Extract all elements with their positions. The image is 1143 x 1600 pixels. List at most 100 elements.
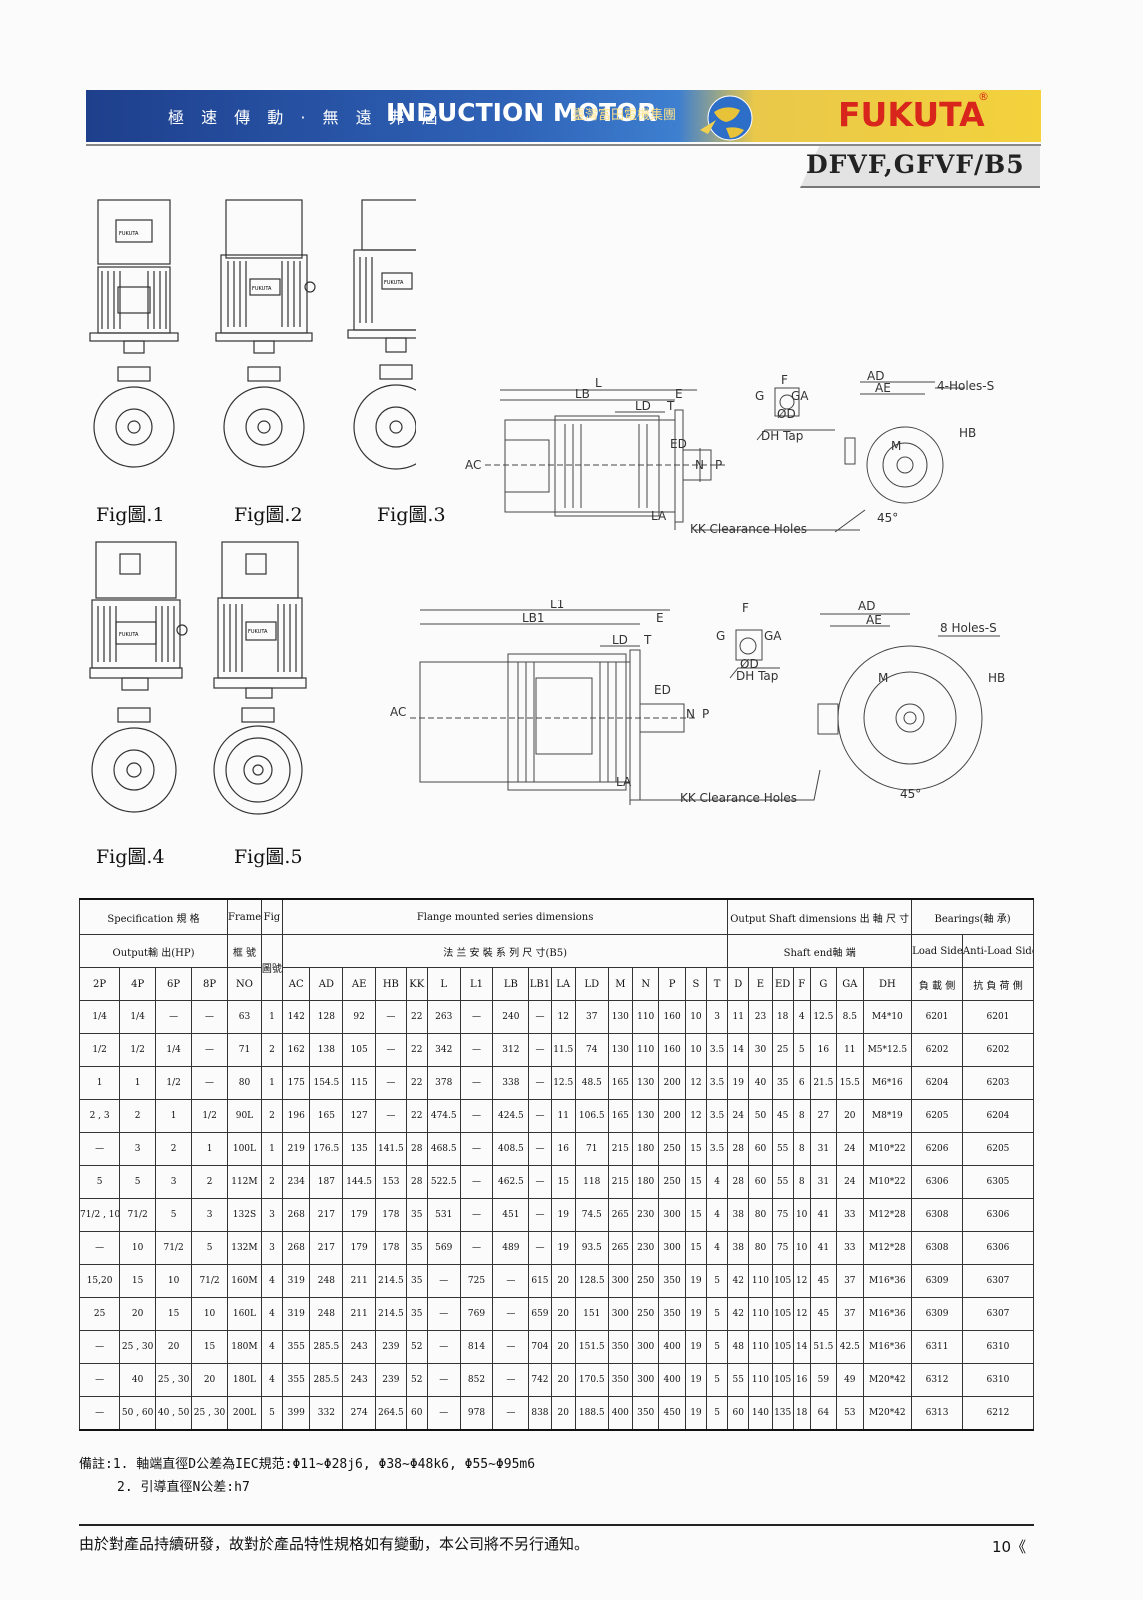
table-cell: 71/2 bbox=[191, 1264, 229, 1298]
table-cell: 180M bbox=[227, 1330, 262, 1364]
table-cell: 350 bbox=[607, 1330, 633, 1364]
table-cell: 31 bbox=[809, 1165, 838, 1199]
table-cell: 1 bbox=[191, 1132, 229, 1166]
table-cell: 19 bbox=[684, 1330, 707, 1364]
table-cell: 200 bbox=[658, 1099, 686, 1133]
table-cell: M8*19 bbox=[862, 1099, 913, 1133]
table-cell: — bbox=[459, 1066, 494, 1100]
table-cell: 188.5 bbox=[574, 1396, 609, 1431]
table-cell: 28 bbox=[405, 1132, 428, 1166]
table-cell: 3.5 bbox=[705, 1099, 729, 1133]
label-AE: AE bbox=[875, 381, 891, 395]
label-GA: GA bbox=[764, 629, 782, 643]
table-cell: — bbox=[191, 1066, 229, 1100]
column-header: 抗 負 荷 側 bbox=[961, 967, 1035, 1001]
label-P: P bbox=[702, 707, 709, 721]
table-cell: 5 bbox=[191, 1231, 229, 1265]
table-cell: 80 bbox=[748, 1198, 773, 1232]
note-line-2: 2. 引導直徑N公差:h7 bbox=[117, 1480, 250, 1495]
table-cell: 28 bbox=[405, 1165, 428, 1199]
table-cell: 240 bbox=[492, 1000, 530, 1034]
column-header: L1 bbox=[459, 967, 494, 1001]
table-cell: 4 bbox=[260, 1297, 284, 1331]
table-cell: 214.5 bbox=[375, 1297, 407, 1331]
table-cell: 319 bbox=[281, 1264, 311, 1298]
header-divider bbox=[86, 144, 1041, 146]
table-cell: 14 bbox=[792, 1330, 811, 1364]
table-cell: 105 bbox=[342, 1033, 377, 1067]
label-G: G bbox=[755, 389, 764, 403]
table-cell: 230 bbox=[631, 1231, 660, 1265]
spec-title: Specification 規 格 bbox=[78, 898, 229, 935]
table-cell: 355 bbox=[281, 1363, 311, 1397]
table-cell: 424.5 bbox=[492, 1099, 530, 1133]
table-cell: 725 bbox=[459, 1264, 494, 1298]
table-cell: 20 bbox=[155, 1330, 193, 1364]
table-cell: 1/4 bbox=[155, 1033, 193, 1067]
table-cell: 200L bbox=[227, 1396, 262, 1431]
table-cell: 1/2 bbox=[191, 1099, 229, 1133]
table-cell: 175 bbox=[281, 1066, 311, 1100]
table-cell: 178 bbox=[375, 1231, 407, 1265]
table-cell: 15 bbox=[684, 1165, 707, 1199]
table-cell: 15,20 bbox=[78, 1264, 121, 1298]
table-cell: M16*36 bbox=[862, 1264, 913, 1298]
table-cell: 10 bbox=[792, 1231, 811, 1265]
shaft-sub: Shaft end軸 端 bbox=[727, 934, 913, 968]
column-header: 負 載 側 bbox=[911, 967, 963, 1001]
table-cell: 60 bbox=[748, 1132, 773, 1166]
brand-registered-mark: ® bbox=[978, 90, 989, 103]
table-cell: 24 bbox=[836, 1165, 864, 1199]
table-cell: 250 bbox=[631, 1264, 660, 1298]
table-cell: 350 bbox=[607, 1363, 633, 1397]
table-cell: 217 bbox=[309, 1231, 344, 1265]
label-ED: ED bbox=[670, 437, 687, 451]
table-cell: 300 bbox=[607, 1297, 633, 1331]
table-cell: 11.5 bbox=[550, 1033, 576, 1067]
table-cell: 16 bbox=[792, 1363, 811, 1397]
table-cell: 24 bbox=[727, 1099, 750, 1133]
table-cell: — bbox=[78, 1396, 121, 1431]
dimension-diagram-upper: L LB E LD T ED AC N P LA KK Clearance Ho… bbox=[465, 370, 994, 536]
globe-icon bbox=[700, 95, 753, 141]
table-cell: 250 bbox=[631, 1297, 660, 1331]
table-cell: 3 bbox=[260, 1198, 284, 1232]
table-cell: 22 bbox=[405, 1000, 428, 1034]
table-cell: 264.5 bbox=[375, 1396, 407, 1431]
column-header: LB1 bbox=[528, 967, 552, 1001]
table-cell: 978 bbox=[459, 1396, 494, 1431]
table-cell: 1 bbox=[119, 1066, 157, 1100]
table-cell: 6306 bbox=[961, 1231, 1035, 1265]
label-N: N bbox=[695, 458, 704, 472]
shaft-title: Output Shaft dimensions 出 軸 尺 寸 bbox=[727, 898, 913, 935]
table-cell: 20 bbox=[550, 1363, 576, 1397]
table-cell: 28 bbox=[727, 1132, 750, 1166]
table-header-row-1: Specification 規 格 Frame Fig Flange mount… bbox=[78, 898, 1034, 935]
table-cell: 268 bbox=[281, 1231, 311, 1265]
table-cell: 211 bbox=[342, 1264, 377, 1298]
table-cell: M12*28 bbox=[862, 1198, 913, 1232]
table-cell: 59 bbox=[809, 1363, 838, 1397]
label-LA: LA bbox=[616, 775, 632, 789]
column-header: 2P bbox=[78, 967, 121, 1001]
table-cell: 25 bbox=[771, 1033, 794, 1067]
fig5-label: Fig圖.5 bbox=[234, 846, 303, 868]
table-cell: 274 bbox=[342, 1396, 377, 1431]
table-cell: 179 bbox=[342, 1198, 377, 1232]
table-cell: 1/2 bbox=[155, 1066, 193, 1100]
table-cell: — bbox=[426, 1363, 461, 1397]
table-cell: 20 bbox=[119, 1297, 157, 1331]
table-cell: 8.5 bbox=[836, 1000, 864, 1034]
table-cell: 160M bbox=[227, 1264, 262, 1298]
table-cell: 338 bbox=[492, 1066, 530, 1100]
table-cell: 22 bbox=[405, 1066, 428, 1100]
table-cell: 48 bbox=[727, 1330, 750, 1364]
table-cell: 742 bbox=[528, 1363, 552, 1397]
fig1-nameplate: FUKUTA bbox=[119, 231, 139, 237]
table-cell: 75 bbox=[771, 1231, 794, 1265]
table-cell: 130 bbox=[631, 1099, 660, 1133]
table-cell: 408.5 bbox=[492, 1132, 530, 1166]
label-M: M bbox=[878, 671, 888, 685]
